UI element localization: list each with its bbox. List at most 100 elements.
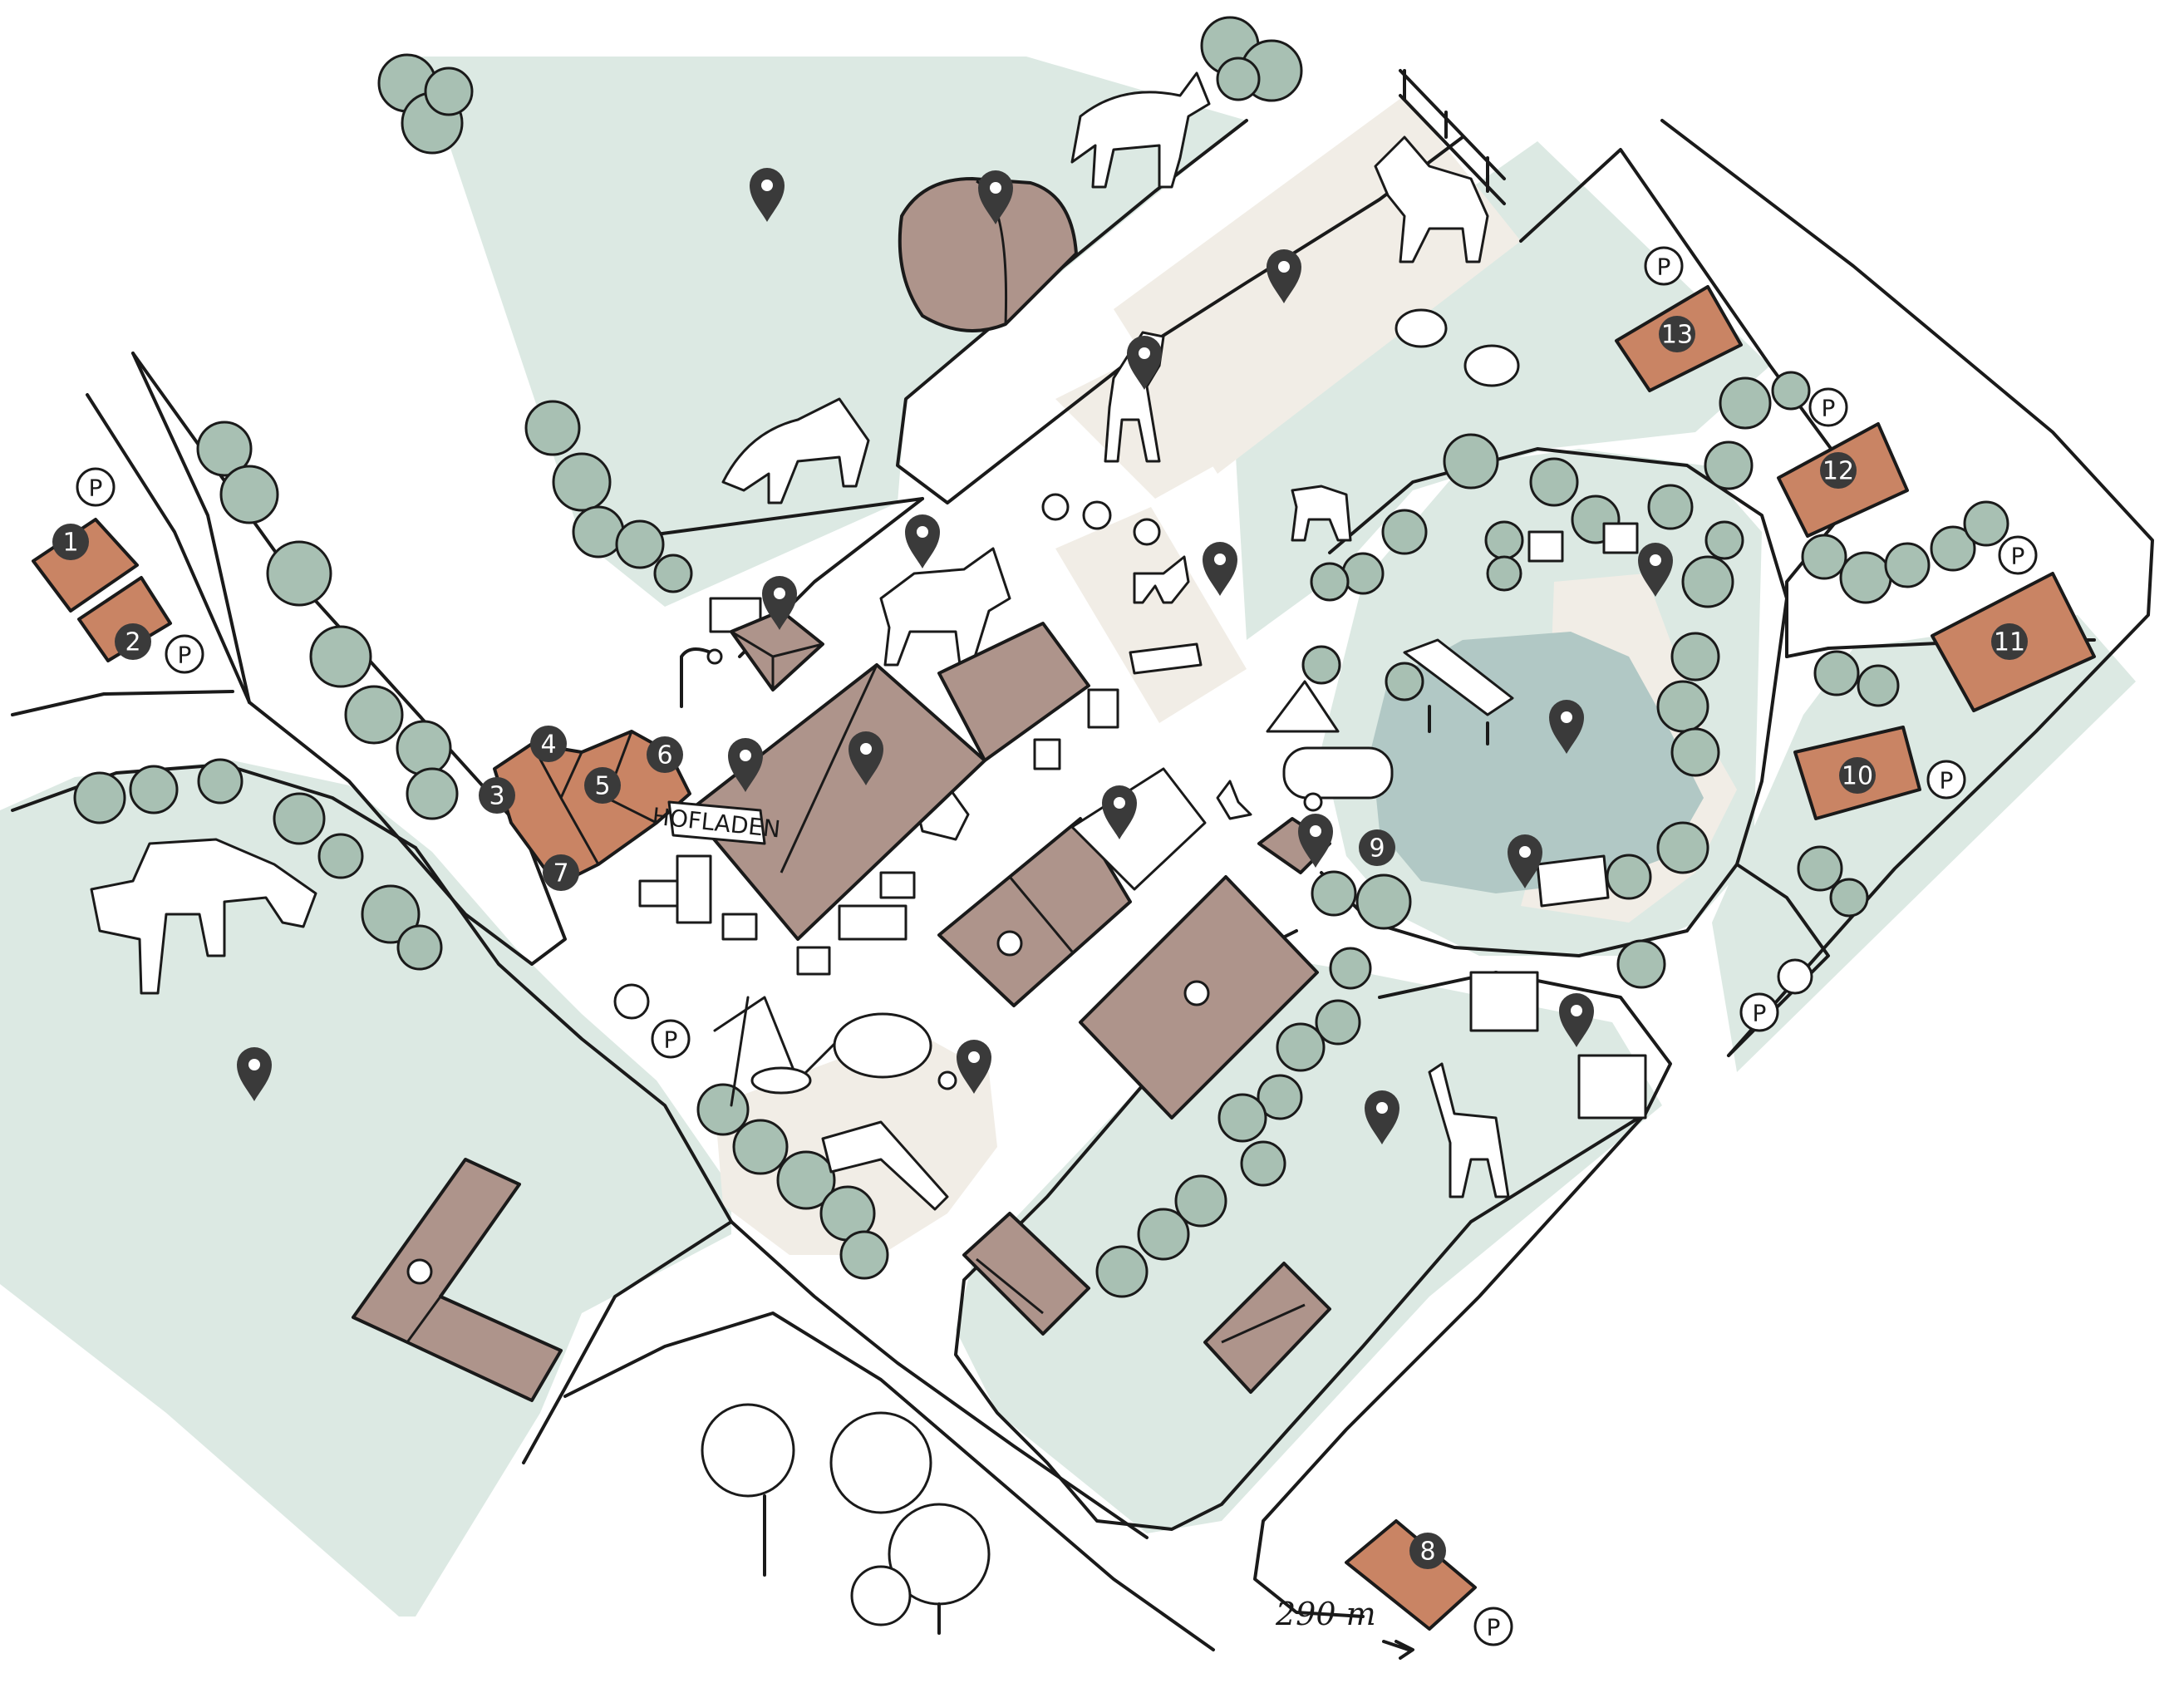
location-pin-icon[interactable] xyxy=(905,514,940,568)
house-number-badge[interactable]: 6 xyxy=(647,736,683,773)
location-pin-icon[interactable] xyxy=(978,170,1013,224)
main-road-north xyxy=(131,352,567,966)
location-pin-icon[interactable] xyxy=(849,731,883,785)
svg-text:P: P xyxy=(1657,253,1671,281)
location-pin-icon[interactable] xyxy=(1559,993,1594,1047)
tree-row-center xyxy=(524,400,693,593)
road-south xyxy=(563,1311,1215,1651)
house-number-badge[interactable]: 12 xyxy=(1820,452,1857,489)
shed-white xyxy=(1070,767,1207,891)
location-pin-icon[interactable] xyxy=(1102,785,1137,839)
tree-row-center-south xyxy=(1095,947,1372,1298)
playground-equipment xyxy=(713,996,957,1211)
location-pin-icon[interactable] xyxy=(762,576,797,630)
location-pin-icon[interactable] xyxy=(1127,336,1162,390)
main-road-west-lower xyxy=(414,846,733,1223)
house-number-label: 4 xyxy=(540,731,556,760)
road-exit-southeast xyxy=(1253,1112,1647,1618)
house-number-label: 13 xyxy=(1661,321,1693,350)
house-number-label: 9 xyxy=(1369,834,1385,864)
house-2 xyxy=(77,576,172,662)
small-house-north xyxy=(730,609,824,691)
house-number-badge[interactable]: 10 xyxy=(1839,757,1876,794)
stable-center xyxy=(937,817,1132,1007)
benches xyxy=(638,522,1639,976)
house-number-label: 12 xyxy=(1822,457,1854,486)
location-pin-icon[interactable] xyxy=(957,1040,991,1094)
road-north-east xyxy=(896,119,1248,504)
svg-text:P: P xyxy=(89,475,103,502)
parking-icon: P xyxy=(1926,760,1966,800)
fence-paddock xyxy=(1399,69,1506,205)
location-pin-icon[interactable] xyxy=(1549,700,1584,754)
svg-text:P: P xyxy=(1753,1000,1767,1027)
house-south-1 xyxy=(962,1212,1090,1336)
tree-ring-pond xyxy=(1301,433,1754,930)
svg-text:P: P xyxy=(1822,395,1836,422)
house-number-badge[interactable]: 13 xyxy=(1659,316,1695,352)
ev-chargers xyxy=(613,958,1813,1020)
road-pond-loop xyxy=(1320,447,1788,957)
shower xyxy=(680,647,723,708)
house-number-label: 1 xyxy=(62,529,78,558)
road-west-inner xyxy=(131,352,251,704)
house-number-label: 8 xyxy=(1419,1538,1435,1567)
house-number-label: 2 xyxy=(125,628,140,657)
location-pin-icon[interactable] xyxy=(1365,1090,1399,1144)
hay-barn xyxy=(898,177,1078,332)
parking-icon: P xyxy=(651,1019,691,1059)
horse-north xyxy=(1070,71,1211,189)
riding-hall xyxy=(1079,875,1319,1120)
location-pin-icon[interactable] xyxy=(1298,814,1333,868)
barn-l-shape xyxy=(352,1158,563,1402)
location-pin-icon[interactable] xyxy=(1508,834,1542,888)
parking-icon: P xyxy=(1808,387,1848,427)
goal-pond xyxy=(1536,854,1610,908)
location-pin-icon[interactable] xyxy=(1267,249,1301,303)
house-south-2 xyxy=(1203,1262,1331,1394)
picnic-tables xyxy=(676,597,1203,941)
tree-cluster-playground xyxy=(696,1083,889,1280)
meadow-southeast xyxy=(956,956,1662,1533)
horse-grazing xyxy=(721,397,870,504)
house-number-badge[interactable]: 3 xyxy=(479,777,515,814)
house-number-badge[interactable]: 11 xyxy=(1991,623,2028,660)
distance-label: 290 m xyxy=(1275,1596,1376,1632)
tree-row-south-west xyxy=(73,758,443,971)
meadow-west xyxy=(0,760,731,1617)
pond xyxy=(1371,632,1704,893)
rabbit xyxy=(1216,780,1252,820)
house-number-label: 7 xyxy=(553,859,568,888)
parking-icon: P xyxy=(1644,246,1684,286)
house-number-badge[interactable]: 2 xyxy=(115,623,151,660)
location-pin-icon[interactable] xyxy=(1638,543,1673,597)
location-pin-icon[interactable] xyxy=(750,168,785,222)
house-number-badge[interactable]: 9 xyxy=(1359,829,1395,866)
house-number-label: 11 xyxy=(1994,628,2025,657)
house-number-label: 10 xyxy=(1842,762,1873,791)
tree-cluster-north-west xyxy=(377,53,474,155)
road-center-south xyxy=(954,946,1647,1531)
house-number-badge[interactable]: 4 xyxy=(530,726,567,762)
house-number-badge[interactable]: 8 xyxy=(1409,1533,1446,1569)
house-number-label: 6 xyxy=(657,741,672,770)
location-pins xyxy=(237,168,1673,1144)
house-number-badge[interactable]: 5 xyxy=(584,767,621,804)
tree-row-west xyxy=(196,421,459,820)
horse-paddock xyxy=(1374,135,1489,263)
main-farmhouse xyxy=(688,622,1090,941)
location-pin-icon[interactable] xyxy=(1203,542,1237,596)
horses-west xyxy=(90,838,317,995)
house-number-badge[interactable]: 1 xyxy=(52,524,89,560)
location-pin-icon[interactable] xyxy=(728,738,763,792)
location-pin-icon[interactable] xyxy=(237,1047,272,1101)
svg-text:P: P xyxy=(1487,1614,1501,1641)
house-number-badge[interactable]: 7 xyxy=(543,854,579,891)
alpaca-south xyxy=(1428,1062,1510,1198)
buildings xyxy=(352,177,1331,1402)
hofladen-sign: HOFLADEN xyxy=(651,800,782,845)
svg-text:P: P xyxy=(178,642,192,669)
